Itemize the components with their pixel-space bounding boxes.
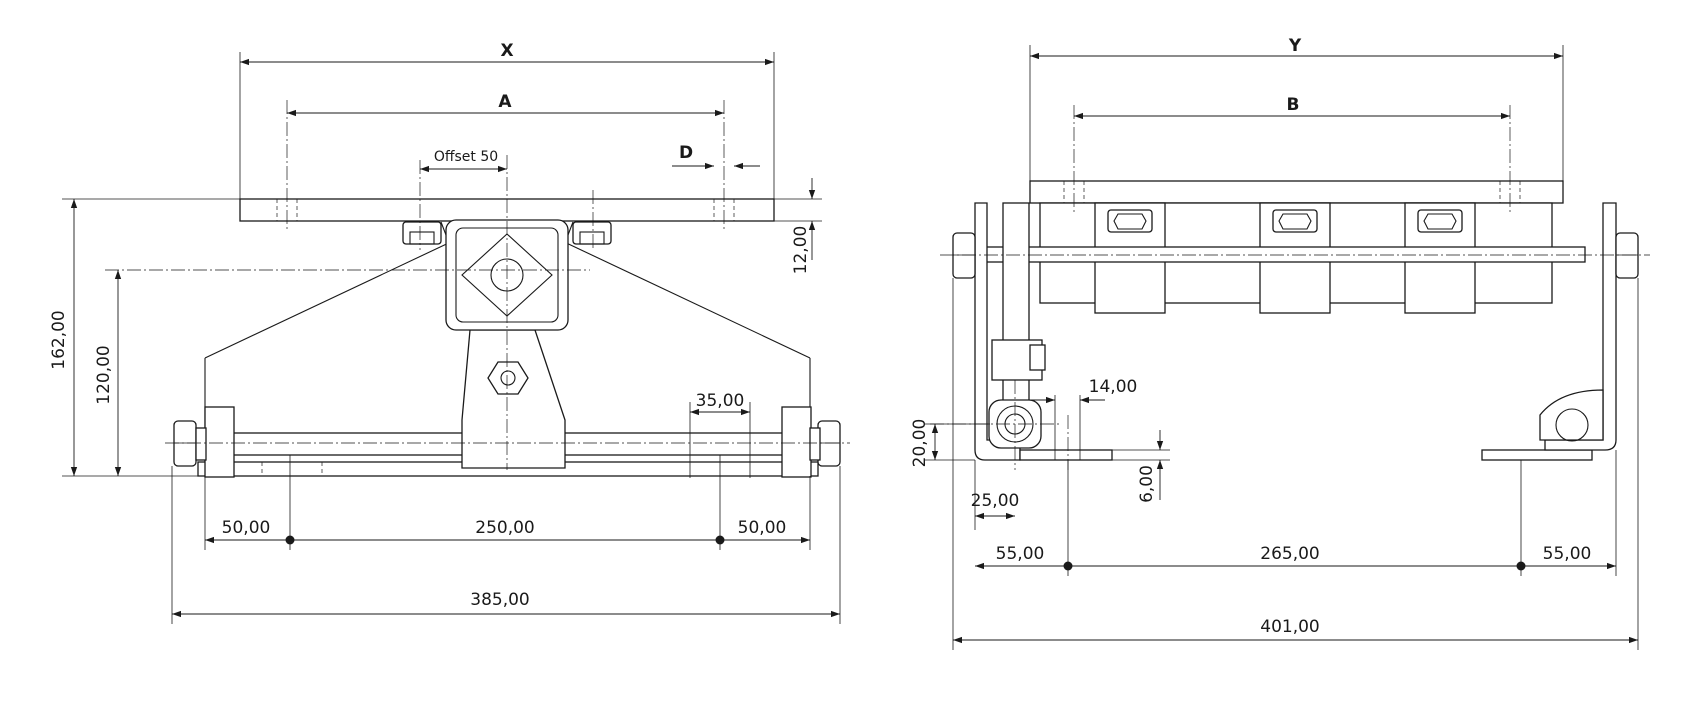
left-end-bracket	[204, 406, 235, 478]
axle-nut-right	[1615, 232, 1639, 279]
dim-node	[1063, 561, 1073, 571]
label-b: B	[1287, 95, 1300, 115]
foot-left	[1019, 449, 1113, 461]
label-offset: Offset 50	[434, 149, 498, 165]
central-hanger	[461, 329, 566, 469]
dim-plate-thickness: 12,00	[791, 226, 811, 275]
label-d: D	[679, 143, 693, 163]
dim-overall-width: 385,00	[470, 590, 529, 610]
right-nut	[817, 420, 841, 467]
dim-center-span: 250,00	[475, 518, 534, 538]
axle-nut-left	[952, 232, 976, 279]
dim-foot-thickness: 6,00	[1137, 465, 1157, 503]
dim-left-margin: 50,00	[222, 518, 271, 538]
fixing-nut-left	[402, 221, 442, 245]
clamp-nuts	[1107, 209, 1463, 233]
dim-height-total: 162,00	[49, 310, 69, 369]
dim-slot: 35,00	[696, 391, 745, 411]
dim-pin-offset: 25,00	[971, 491, 1020, 511]
right-end-bracket	[781, 406, 812, 478]
dim-node	[1516, 561, 1526, 571]
dim-node	[715, 535, 725, 545]
foot-right	[1481, 449, 1593, 461]
label-x: X	[500, 41, 513, 61]
dim-overall-width-side: 401,00	[1260, 617, 1319, 637]
label-a: A	[498, 92, 512, 112]
top-plate-side	[1029, 180, 1564, 204]
right-view: Y B 14,00 20,00 6,00 25,00 55,00 265	[910, 36, 1650, 650]
label-y: Y	[1288, 36, 1302, 56]
right-pivot	[1555, 408, 1589, 442]
dim-height-axis: 120,00	[94, 345, 114, 404]
left-nut	[173, 420, 197, 467]
dim-right-margin-side: 55,00	[1543, 544, 1592, 564]
dim-bracket-offset: 14,00	[1089, 377, 1138, 397]
dim-node	[285, 535, 295, 545]
dim-center-span-side: 265,00	[1260, 544, 1319, 564]
dim-right-margin: 50,00	[738, 518, 787, 538]
side-axle	[984, 246, 1586, 263]
dim-left-margin-side: 55,00	[996, 544, 1045, 564]
fixing-nut-right	[572, 221, 612, 245]
left-view: X A Offset 50 D 12,00 162,00 120,00 35,0…	[49, 41, 850, 624]
dim-pin-height: 20,00	[910, 419, 930, 468]
